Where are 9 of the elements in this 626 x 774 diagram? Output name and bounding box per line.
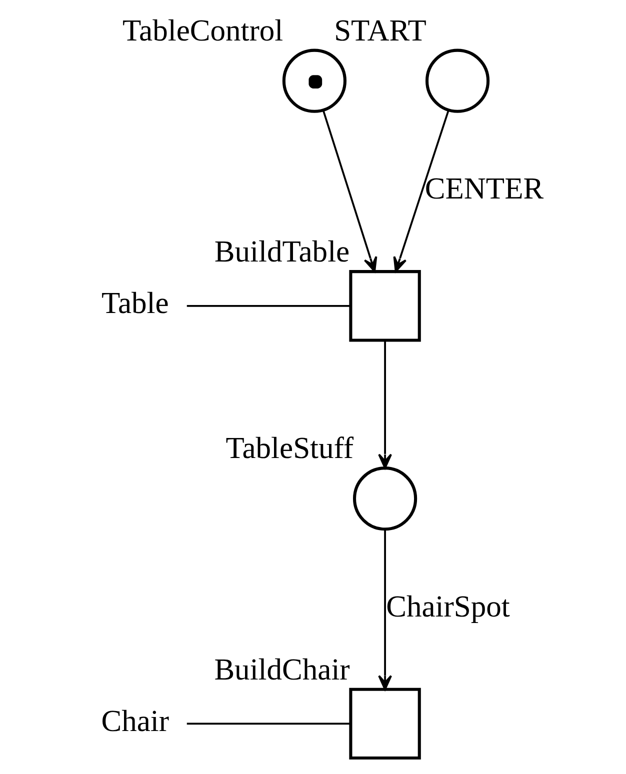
node-label: BuildChair <box>214 652 350 686</box>
node-label: TableStuff <box>225 431 354 466</box>
node-text: Chair <box>100 704 169 738</box>
edge-label: CENTER <box>424 172 544 206</box>
edge-label: ChairSpot <box>386 589 510 624</box>
node-label: START <box>334 13 426 48</box>
node-text: Table <box>100 286 168 320</box>
node-label: TableControl <box>122 13 283 48</box>
node-label: BuildTable <box>214 234 350 269</box>
